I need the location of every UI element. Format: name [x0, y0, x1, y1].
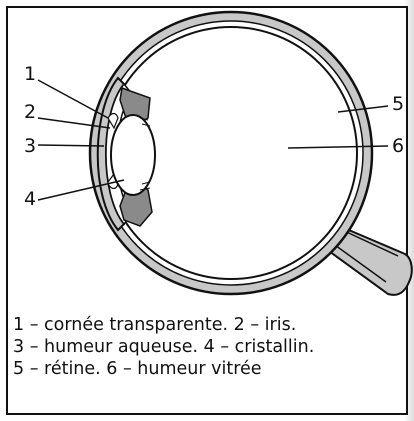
lens	[111, 115, 155, 195]
label-1: 1	[24, 63, 36, 85]
label-3: 3	[24, 135, 36, 157]
label-2: 2	[24, 101, 36, 123]
legend-line-2: 3 – humeur aqueuse. 4 – cristallin.	[13, 336, 314, 358]
legend-line-1: 1 – cornée transparente. 2 – iris.	[13, 314, 314, 336]
legend: 1 – cornée transparente. 2 – iris. 3 – h…	[13, 314, 314, 380]
label-5: 5	[392, 93, 404, 115]
leader-line-1	[38, 80, 108, 118]
label-6: 6	[392, 135, 404, 157]
label-4: 4	[24, 188, 36, 210]
legend-line-3: 5 – rétine. 6 – humeur vitrée	[13, 358, 314, 380]
leader-line-3	[38, 145, 104, 146]
